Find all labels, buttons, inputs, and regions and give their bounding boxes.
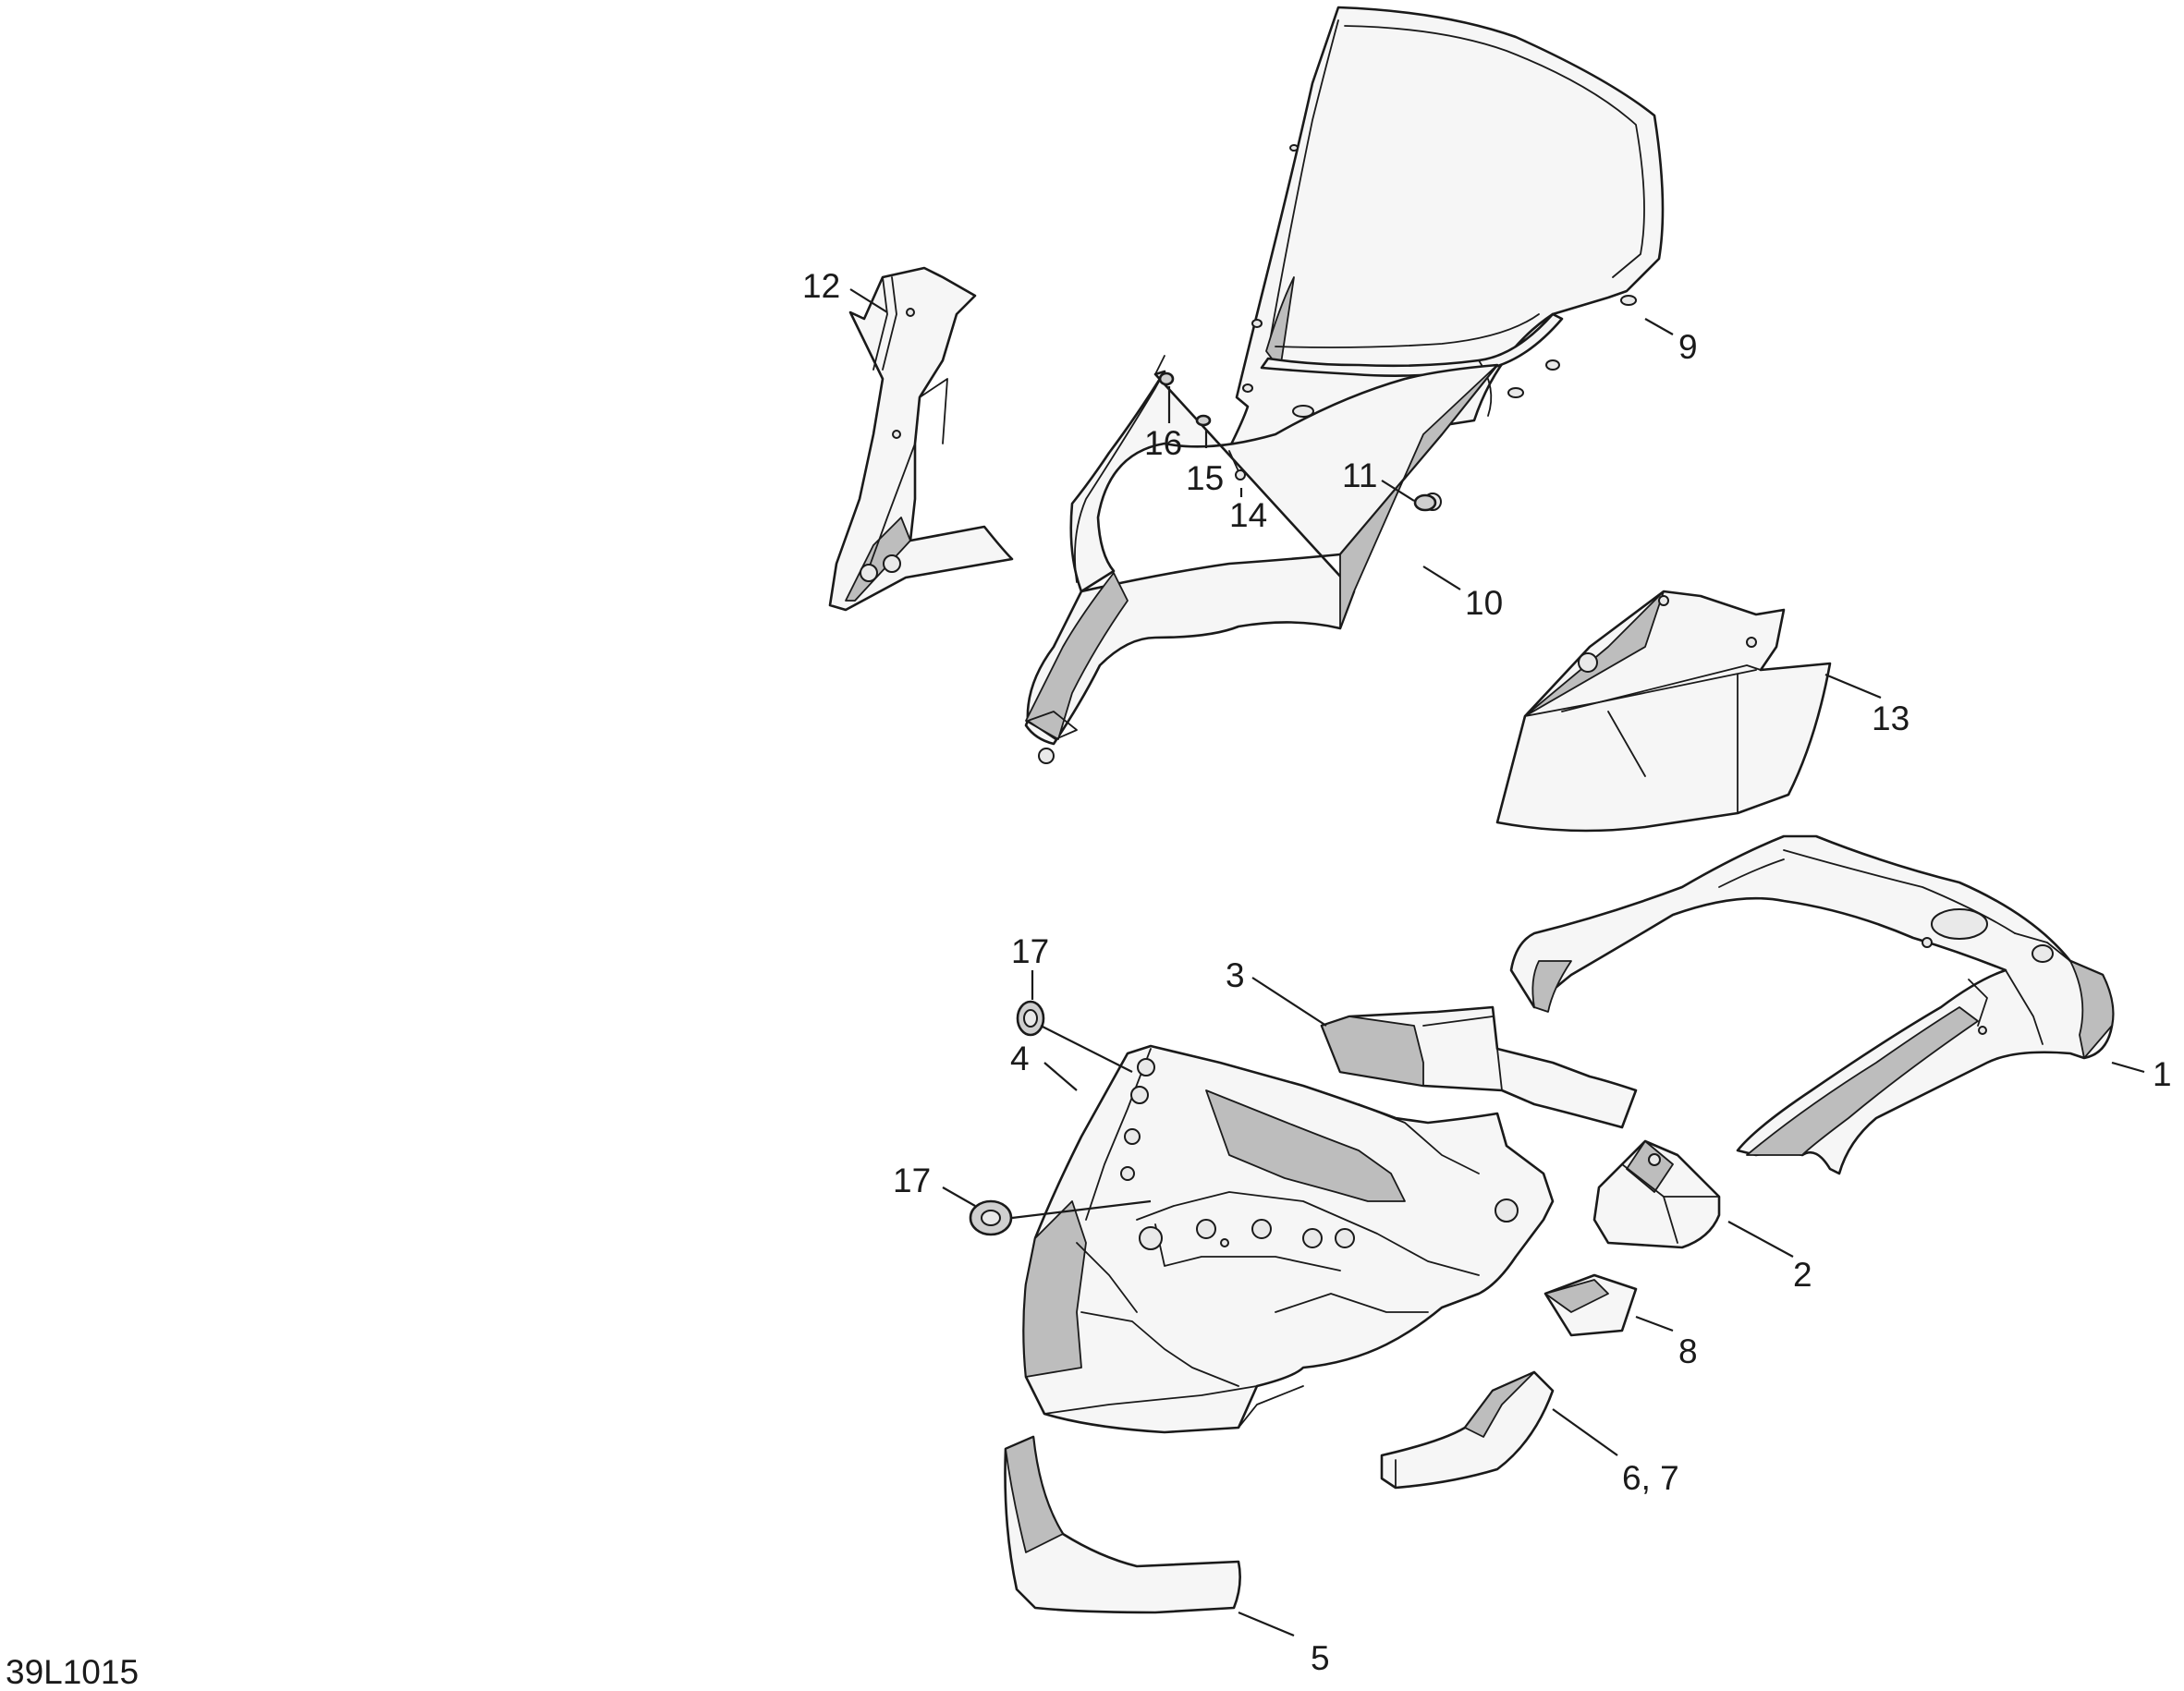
leader-1 [2111, 1061, 2145, 1074]
callout-17-upper: 17 [1011, 932, 1049, 970]
leader-17a-hood [1040, 1025, 1133, 1073]
leader-13 [1824, 673, 1882, 700]
callout-17-lower: 17 [893, 1162, 931, 1199]
leader-2 [1727, 1221, 1794, 1258]
callout-1: 1 [2153, 1055, 2172, 1093]
leader-lines [849, 288, 2145, 1637]
callout-8: 8 [1678, 1332, 1698, 1370]
part-screw-14 [1228, 450, 1246, 481]
callout-14: 14 [1229, 496, 1267, 534]
part-washer-15 [1195, 414, 1212, 427]
part-lower-deflector [1024, 355, 1499, 764]
callout-10: 10 [1465, 584, 1503, 622]
part-nut-16 [1158, 371, 1175, 386]
part-foam-5 [1004, 1435, 1241, 1614]
drawing-number: 39L1015 [6, 1653, 139, 1691]
part-foam-6-7 [1380, 1370, 1555, 1490]
leader-6-7 [1552, 1408, 1618, 1456]
part-grommet-11 [1413, 493, 1437, 512]
part-windshield [1227, 6, 1665, 456]
part-foam-3 [1320, 1005, 1638, 1129]
leader-12 [849, 288, 888, 313]
part-rear-console [1509, 834, 2115, 1175]
part-side-bracket [828, 266, 1014, 612]
callout-5: 5 [1311, 1639, 1330, 1677]
leader-4 [1043, 1062, 1078, 1091]
callout-12: 12 [802, 267, 840, 305]
part-grommet-lower [969, 1199, 1013, 1236]
leader-8 [1635, 1315, 1674, 1332]
callout-9: 9 [1678, 328, 1698, 366]
callout-13: 13 [1872, 700, 1909, 737]
part-right-deflector [1495, 590, 1832, 833]
leader-11 [1381, 480, 1415, 502]
leader-17b [942, 1186, 976, 1207]
callout-11: 11 [1342, 456, 1377, 494]
callout-16: 16 [1144, 424, 1182, 462]
part-grommet-upper [1016, 1000, 1045, 1037]
part-foam-2 [1592, 1139, 1721, 1249]
leader-10 [1422, 566, 1461, 590]
part-block-8 [1543, 1273, 1638, 1337]
callout-6-7: 6, 7 [1622, 1459, 1679, 1497]
leader-17b-hood [1011, 1199, 1152, 1220]
leader-3 [1251, 977, 1327, 1027]
callout-4: 4 [1010, 1040, 1030, 1077]
leader-5 [1238, 1611, 1295, 1637]
callout-15: 15 [1186, 459, 1224, 497]
part-hood [1022, 1044, 1555, 1434]
callout-3: 3 [1226, 956, 1245, 994]
callout-2: 2 [1793, 1256, 1812, 1294]
leader-9 [1644, 318, 1674, 335]
callout-labels: 1 2 3 4 5 6, 7 8 9 10 11 12 13 14 15 16 … [802, 267, 2172, 1677]
